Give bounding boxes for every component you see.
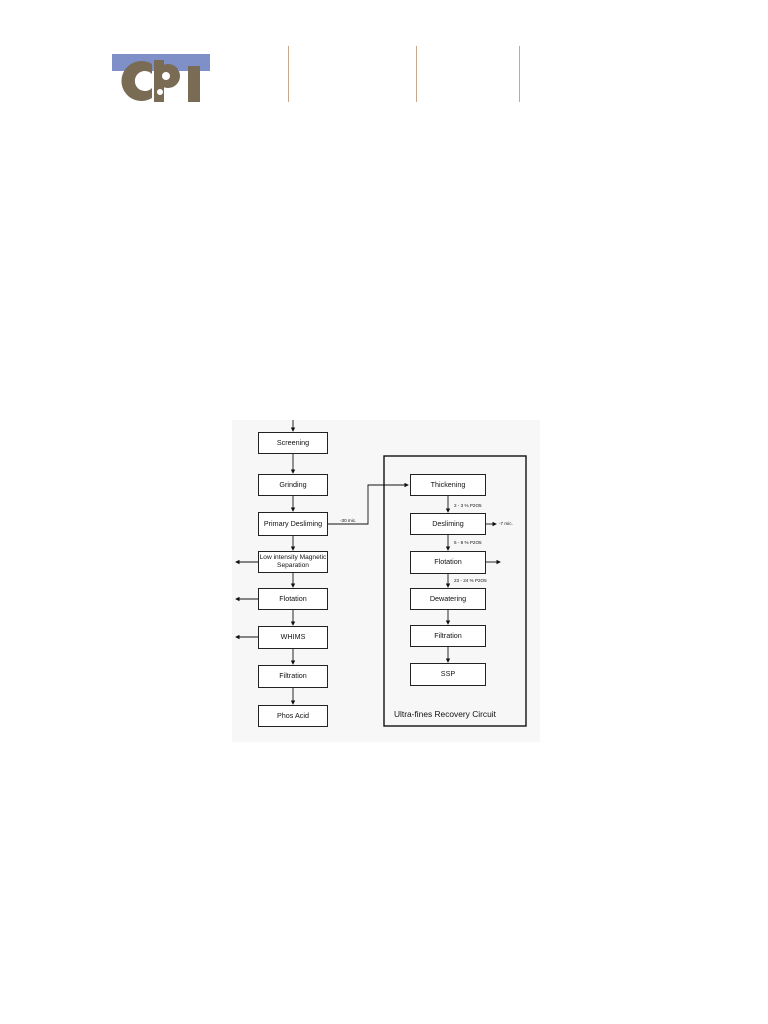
step-whims: WHIMS bbox=[258, 626, 328, 649]
split-label: -30 mic. bbox=[340, 518, 357, 523]
circuit-step-ssp: SSP bbox=[410, 663, 486, 686]
logo-letter-c bbox=[121, 61, 152, 101]
circuit-step-dewatering: Dewatering bbox=[410, 588, 486, 610]
slimes-label: -7 mic. bbox=[499, 521, 513, 526]
circuit-step-flotation: Flotation bbox=[410, 551, 486, 574]
logo-letter-t-stem bbox=[188, 66, 200, 102]
logo-bubble-tiny bbox=[165, 95, 169, 99]
grade-after-thickening: 2 - 3 % P2O5 bbox=[454, 503, 482, 508]
page-header bbox=[0, 0, 768, 110]
circuit-step-thickening: Thickening bbox=[410, 474, 486, 496]
arrow-fines-to-thickening bbox=[328, 482, 409, 525]
step-primary-desliming: Primary Desliming bbox=[258, 512, 328, 536]
diagram-connectors bbox=[235, 420, 527, 727]
logo-letter-t-bar bbox=[178, 60, 208, 71]
header-divider bbox=[288, 46, 289, 102]
step-low-intensity-magnetic-separation: Low intensity Magnetic Separation bbox=[258, 551, 328, 573]
grade-after-flotation: 23 - 24 % P2O5 bbox=[454, 578, 487, 583]
circuit-step-desliming: Desliming bbox=[410, 513, 486, 535]
process-flow-diagram: Screening Grinding Primary Desliming Low… bbox=[232, 420, 540, 742]
step-filtration: Filtration bbox=[258, 665, 328, 688]
step-phos-acid: Phos Acid bbox=[258, 705, 328, 727]
header-divider bbox=[416, 46, 417, 102]
step-grinding: Grinding bbox=[258, 474, 328, 496]
circuit-title: Ultra-fines Recovery Circuit bbox=[394, 709, 496, 719]
cpt-logo bbox=[112, 54, 210, 102]
step-screening: Screening bbox=[258, 432, 328, 454]
grade-after-desliming: 6 - 8 % P2O5 bbox=[454, 540, 482, 545]
step-flotation: Flotation bbox=[258, 588, 328, 610]
circuit-step-filtration: Filtration bbox=[410, 625, 486, 647]
logo-bubble-small bbox=[157, 89, 163, 95]
circuit-frame bbox=[383, 455, 527, 727]
header-divider bbox=[519, 46, 520, 102]
logo-bubble-large bbox=[162, 72, 170, 80]
